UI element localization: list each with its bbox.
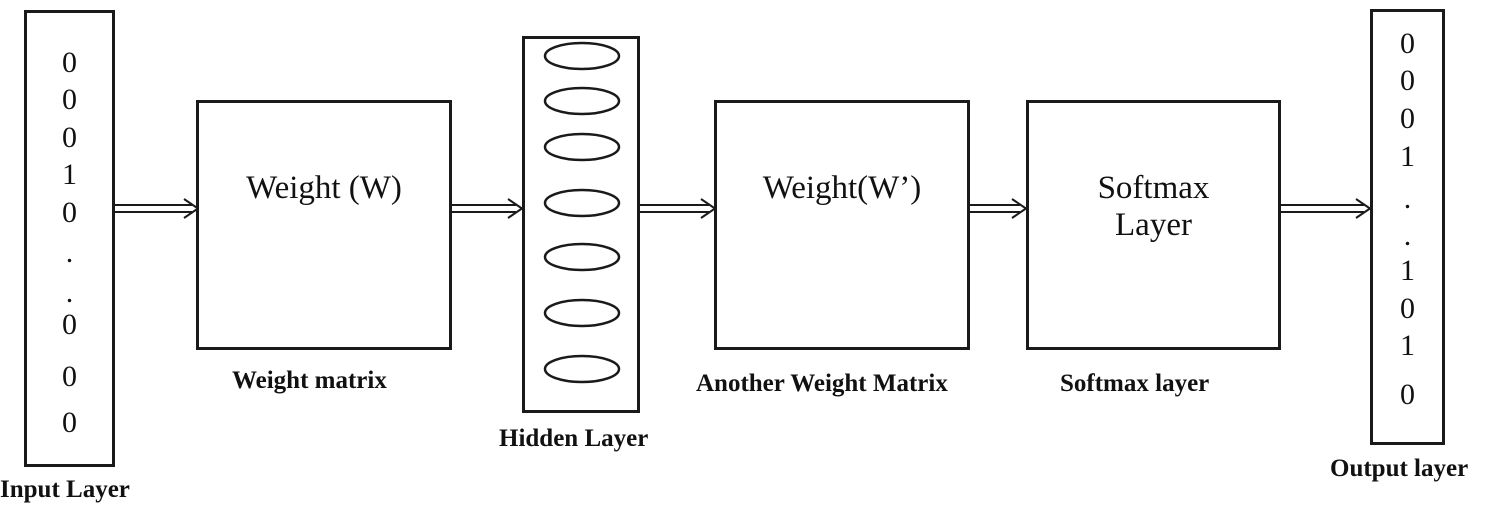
input-value: 1: [62, 158, 77, 191]
another-weight-matrix-label: Another Weight Matrix: [696, 370, 948, 397]
output-layer-box: [1370, 9, 1445, 445]
output-value: 0: [1400, 64, 1415, 97]
hidden-node: [543, 242, 621, 272]
input-value: 0: [62, 196, 77, 229]
input-value: 0: [62, 46, 77, 79]
input-value: 0: [62, 83, 77, 116]
another-weight-matrix-box: [714, 100, 970, 350]
input-layer-label: Input Layer: [0, 476, 130, 503]
softmax-text: Softmax Layer: [1026, 170, 1281, 244]
input-value: .: [65, 236, 74, 269]
output-value: 1: [1400, 254, 1415, 287]
weight-matrix-label: Weight matrix: [232, 367, 387, 394]
softmax-box: [1026, 100, 1281, 350]
hidden-node: [543, 86, 621, 116]
hidden-node: [543, 298, 621, 328]
weight-matrix-text: Weight (W): [246, 170, 402, 206]
softmax-text-line1: Softmax: [1097, 170, 1210, 206]
output-layer-values: 0 0 0 1 . . 1 0 1 0: [1370, 9, 1445, 445]
hidden-layer-label: Hidden Layer: [499, 425, 649, 452]
output-value: .: [1403, 182, 1412, 215]
output-value: 0: [1400, 102, 1415, 135]
output-value: 0: [1400, 27, 1415, 60]
weight-matrix-box: [196, 100, 452, 350]
input-value: .: [65, 276, 74, 309]
output-layer-label: Output layer: [1330, 455, 1469, 482]
hidden-node: [543, 354, 621, 384]
hidden-node: [543, 132, 621, 162]
output-value: 1: [1400, 329, 1415, 362]
hidden-node: [543, 41, 621, 71]
output-value: 0: [1400, 378, 1415, 411]
input-layer-values: 0 0 0 1 0 . . 0 0 0: [24, 10, 115, 467]
output-value: .: [1403, 219, 1412, 252]
output-value: 1: [1400, 140, 1415, 173]
input-value: 0: [62, 308, 77, 341]
softmax-text-line2: Layer: [1115, 207, 1192, 243]
hidden-layer-box: [522, 36, 640, 413]
output-value: 0: [1400, 292, 1415, 325]
another-weight-matrix-text: Weight(W’): [762, 170, 922, 206]
input-value: 0: [62, 121, 77, 154]
hidden-node: [543, 188, 621, 218]
input-value: 0: [62, 406, 77, 439]
input-layer-box: [24, 10, 115, 467]
input-value: 0: [62, 360, 77, 393]
softmax-layer-label: Softmax layer: [1060, 370, 1210, 397]
